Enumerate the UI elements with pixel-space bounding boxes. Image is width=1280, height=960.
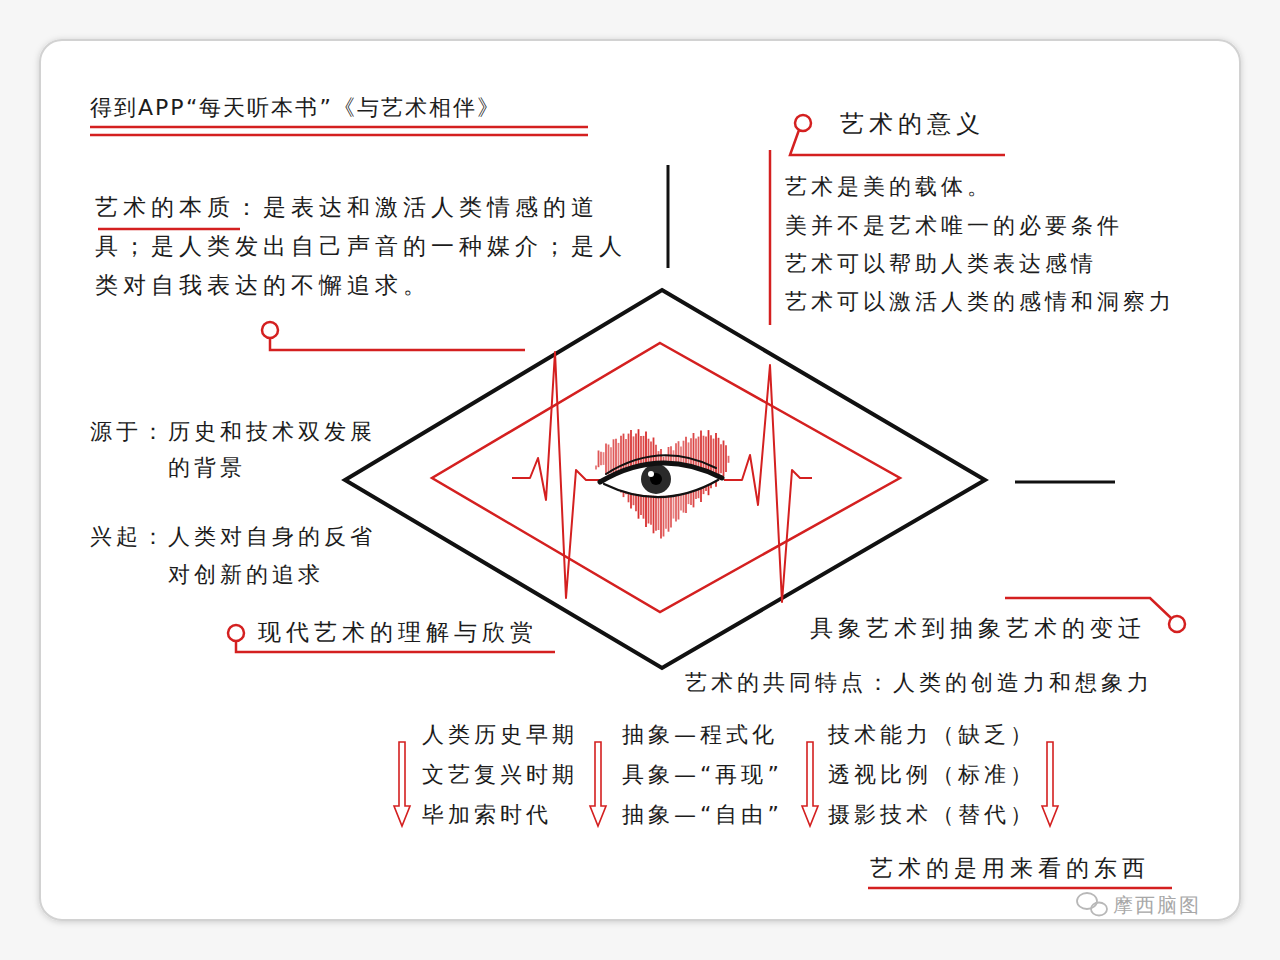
heart-spike <box>610 447 612 473</box>
table-cell: 文艺复兴时期 <box>422 758 578 792</box>
table-cell: 毕加索时代 <box>422 798 552 832</box>
title-underline <box>90 134 588 137</box>
down-arrow <box>590 742 606 826</box>
table-cell: 抽象—程式化 <box>622 718 778 752</box>
table-cell: 透视比例（标准） <box>828 758 1036 792</box>
down-arrow <box>394 742 410 826</box>
keyword-underline <box>98 228 240 231</box>
table-cell: 具象—“再现” <box>622 758 783 792</box>
heartbeat-line <box>724 365 812 602</box>
watermark-icon <box>1077 893 1107 916</box>
down-arrow <box>802 742 818 826</box>
heart-spike <box>728 456 730 463</box>
frame <box>40 40 1240 920</box>
leader-line <box>667 165 670 268</box>
heart-spike <box>600 452 602 466</box>
list-item: 美并不是艺术唯一的必要条件 <box>785 209 1123 243</box>
section-heading: 艺术的意义 <box>840 107 985 141</box>
marker-dot <box>262 322 278 338</box>
leader-line <box>769 150 772 325</box>
leader-line <box>1015 481 1115 484</box>
summary-text: 艺术的共同特点：人类的创造力和想象力 <box>685 666 1153 700</box>
note-text: 兴起：人类对自身的反省对创新的追求 <box>90 518 386 594</box>
table-cell: 技术能力（缺乏） <box>828 718 1036 752</box>
table-cell: 人类历史早期 <box>422 718 578 752</box>
inner-diamond <box>432 343 900 612</box>
heart-spike <box>723 441 725 477</box>
heart-spikes <box>596 429 729 538</box>
table-cell: 摄影技术（替代） <box>828 798 1036 832</box>
heart-spike <box>603 452 605 465</box>
marker-dot <box>1169 616 1185 632</box>
heart-spike <box>608 445 610 475</box>
list-item: 艺术可以激活人类的感情和洞察力 <box>785 285 1175 319</box>
heart-spike <box>605 444 607 475</box>
table-cell: 抽象—“自由” <box>622 798 783 832</box>
section-heading: 现代艺术的理解与欣赏 <box>258 615 538 649</box>
eye-icon <box>600 455 722 497</box>
title-underline <box>90 126 588 129</box>
definition-text: 艺术的本质：是表达和激活人类情感的道具；是人类发出自己声音的一种媒介；是人类对自… <box>95 188 639 305</box>
outer-diamond <box>345 290 985 668</box>
title: 得到APP“每天听本书”《与艺术相伴》 <box>90 91 501 125</box>
footer-text: 艺术的是用来看的东西 <box>870 851 1150 885</box>
heart-spike <box>700 430 702 502</box>
list-item: 艺术可以帮助人类表达感情 <box>785 247 1097 281</box>
watermark: 摩西脑图 <box>1113 891 1201 919</box>
marker-dot <box>228 625 244 641</box>
note-text: 源于：历史和技术双发展的背景 <box>90 414 386 486</box>
heart-spike <box>725 445 727 472</box>
marker-dot <box>795 115 811 131</box>
heart-spike <box>598 451 600 468</box>
heart-spike <box>595 466 597 470</box>
list-item: 艺术是美的载体。 <box>785 170 993 204</box>
section-heading: 具象艺术到抽象艺术的变迁 <box>810 611 1146 645</box>
down-arrow <box>1042 742 1058 826</box>
leader-line <box>270 338 525 350</box>
heart-spike <box>720 444 722 473</box>
footer-underline <box>868 887 1172 890</box>
heartbeat-line <box>512 352 600 598</box>
